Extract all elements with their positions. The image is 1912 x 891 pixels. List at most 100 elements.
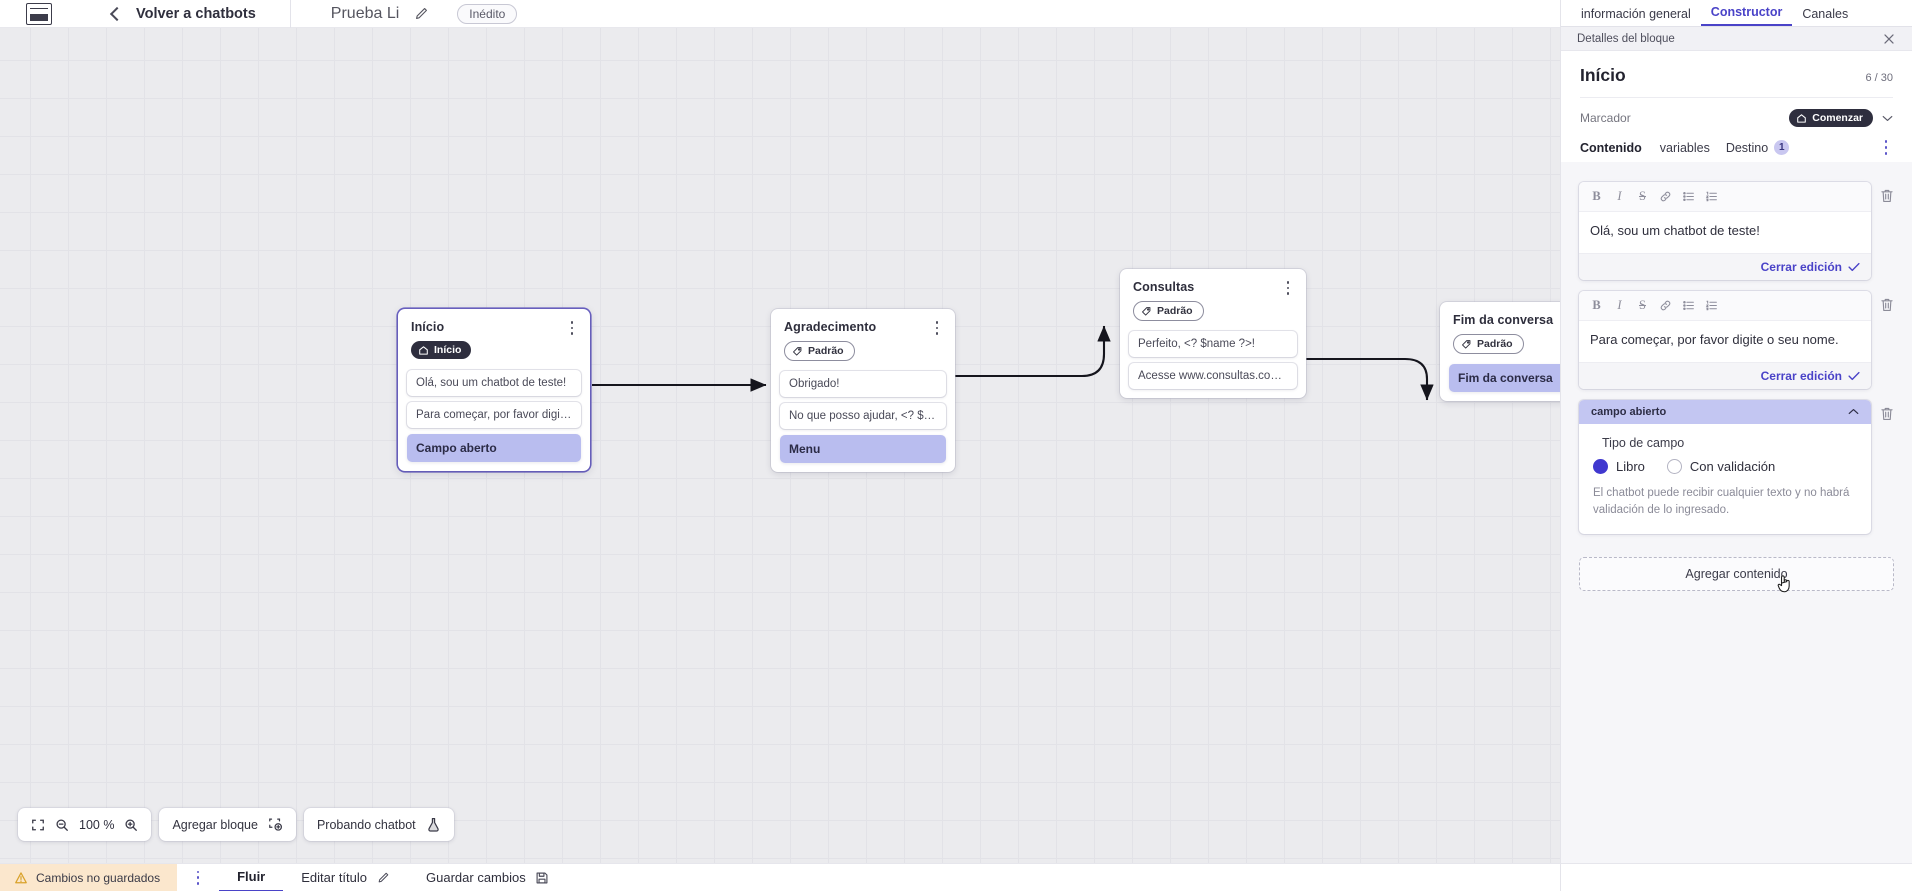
strikethrough-icon[interactable]: S — [1639, 189, 1646, 203]
zoom-out-icon[interactable] — [55, 818, 69, 832]
field-type-label: Tipo de campo — [1602, 435, 1685, 450]
unsaved-changes-label: Cambios no guardados — [36, 870, 161, 885]
italic-icon[interactable]: I — [1617, 297, 1622, 312]
tab-contenido[interactable]: Contenido — [1580, 141, 1660, 162]
toolbar-divider — [289, 0, 291, 28]
trash-icon[interactable] — [1880, 188, 1894, 204]
radio-con-validacion[interactable]: Con validación — [1666, 458, 1776, 474]
node-message[interactable]: Para começar, por favor digite o ... — [407, 401, 581, 428]
unsaved-changes-indicator: Cambios no guardados — [0, 863, 178, 891]
bold-icon[interactable]: B — [1592, 297, 1601, 312]
node-input-field[interactable]: Fim da conversa — [1449, 363, 1560, 392]
bullet-list-icon[interactable] — [1677, 187, 1700, 206]
tab-constructor[interactable]: Constructor — [1700, 5, 1793, 26]
kebab-menu-icon[interactable] — [565, 320, 579, 336]
link-icon[interactable] — [1654, 187, 1677, 206]
flow-node[interactable]: Consultas Padrão Perfeito, <? $name ?>! … — [1120, 269, 1306, 398]
content-card: B I S Olá, sou um chatbot de tes — [1579, 182, 1871, 280]
node-message[interactable]: Obrigado! — [780, 370, 946, 397]
node-chip[interactable]: Início — [411, 341, 472, 359]
close-edit-button[interactable]: Cerrar edición — [1761, 369, 1860, 383]
fit-screen-icon[interactable] — [31, 818, 45, 832]
radio-libro[interactable]: Libro — [1593, 458, 1645, 474]
node-input-field[interactable]: Menu — [780, 434, 946, 463]
numbered-list-icon[interactable] — [1700, 296, 1723, 315]
marker-badge[interactable]: Comenzar — [1789, 109, 1873, 127]
field-card-body: Tipo de campo Libro Con validación E — [1579, 424, 1871, 535]
zoom-in-icon[interactable] — [124, 818, 138, 832]
content-card-footer: Cerrar edición — [1579, 252, 1871, 280]
chevron-left-icon[interactable] — [109, 6, 125, 21]
node-title: Consultas — [1133, 280, 1195, 294]
field-card-header[interactable]: campo abierto — [1579, 399, 1871, 424]
marker-label: Marcador — [1580, 111, 1631, 125]
node-message[interactable]: Olá, sou um chatbot de teste! — [407, 369, 581, 396]
close-icon[interactable] — [1882, 32, 1896, 46]
flow-node[interactable]: Fim da conversa Padrão Fim da conversa — [1440, 302, 1560, 401]
add-block-label: Agregar bloque — [172, 817, 258, 832]
tab-fluir[interactable]: Fluir — [219, 864, 284, 891]
content-text[interactable]: Para começar, por favor digite o seu nom… — [1590, 331, 1839, 347]
node-body: Perfeito, <? $name ?>! Acesse www.consul… — [1120, 330, 1306, 398]
kebab-menu-icon[interactable] — [930, 320, 944, 336]
add-block-icon — [269, 818, 282, 831]
rich-text-toolbar: B I S — [1579, 182, 1871, 212]
node-chip[interactable]: Padrão — [1133, 301, 1204, 321]
rich-text-toolbar: B I S — [1579, 290, 1871, 321]
tag-icon — [1462, 339, 1471, 349]
node-body: Fim da conversa — [1440, 363, 1560, 401]
content-text[interactable]: Olá, sou um chatbot de teste! — [1590, 223, 1760, 238]
flow-canvas[interactable]: Início Início Olá, sou um chatbot de tes… — [0, 28, 1560, 863]
node-chip-label: Início — [434, 344, 462, 356]
kebab-menu-icon[interactable] — [1281, 280, 1295, 296]
chevron-up-icon[interactable] — [1848, 408, 1859, 415]
node-chip-label: Padrão — [1477, 338, 1513, 350]
trash-icon[interactable] — [1880, 406, 1894, 422]
save-changes-button[interactable]: Guardar cambios — [408, 870, 567, 885]
bullet-list-icon[interactable] — [1677, 296, 1700, 315]
node-message[interactable]: No que posso ajudar, <? $name ... — [780, 402, 946, 429]
radio-indicator — [1593, 458, 1608, 474]
kebab-menu-icon[interactable] — [191, 870, 205, 885]
block-details-panel: información general Constructor Canales … — [1560, 0, 1912, 891]
strikethrough-icon[interactable]: S — [1639, 297, 1646, 312]
flow-node[interactable]: Início Início Olá, sou um chatbot de tes… — [398, 309, 590, 471]
node-body: Obrigado! No que posso ajudar, <? $name … — [771, 370, 955, 472]
test-chatbot-button[interactable]: Probando chatbot — [303, 808, 454, 841]
save-changes-label: Guardar cambios — [426, 870, 526, 885]
add-content-button[interactable]: Agregar contenido — [1579, 557, 1894, 593]
app-logo-icon[interactable] — [26, 2, 52, 25]
tab-canales[interactable]: Canales — [1802, 7, 1849, 21]
pencil-icon[interactable] — [413, 6, 429, 22]
close-edit-label: Cerrar edición — [1760, 368, 1842, 383]
node-message[interactable]: Acesse www.consultas.com par... — [1129, 362, 1297, 389]
kebab-menu-icon[interactable] — [1879, 140, 1893, 155]
tab-variables[interactable]: variables — [1660, 141, 1726, 162]
zoom-controls[interactable]: 100 % — [18, 808, 152, 841]
link-icon[interactable] — [1654, 296, 1677, 315]
add-block-button[interactable]: Agregar bloque — [159, 808, 296, 841]
italic-icon[interactable]: I — [1617, 189, 1622, 203]
close-edit-button[interactable]: Cerrar edición — [1761, 260, 1860, 274]
flow-node[interactable]: Agradecimento Padrão Obrigado! No que po… — [771, 309, 955, 472]
tab-destino[interactable]: Destino 1 — [1726, 140, 1805, 162]
chevron-down-icon[interactable] — [1882, 115, 1893, 122]
node-chip-row: Padrão — [1440, 327, 1560, 364]
numbered-list-icon[interactable] — [1700, 187, 1723, 206]
trash-icon[interactable] — [1880, 297, 1894, 313]
back-to-chatbots-link[interactable]: Volver a chatbots — [136, 5, 256, 22]
node-input-field[interactable]: Campo aberto — [407, 433, 581, 462]
node-message[interactable]: Perfeito, <? $name ?>! — [1129, 330, 1297, 357]
tab-informacion-general[interactable]: información general — [1581, 7, 1691, 21]
block-title: Início — [1580, 65, 1626, 85]
panel-header-section: Início 6 / 30 Marcador Comenzar Contenid… — [1561, 51, 1912, 162]
marker-row: Marcador Comenzar — [1580, 98, 1893, 137]
page-title: Prueba Li — [330, 4, 400, 22]
node-chip[interactable]: Padrão — [1453, 334, 1524, 354]
block-title-row: Início 6 / 30 — [1580, 51, 1893, 98]
radio-con-validacion-label: Con validación — [1689, 458, 1776, 474]
status-badge: Inédito — [457, 3, 518, 24]
edit-title-button[interactable]: Editar título — [283, 870, 408, 885]
bold-icon[interactable]: B — [1592, 189, 1601, 203]
node-chip[interactable]: Padrão — [784, 341, 855, 361]
